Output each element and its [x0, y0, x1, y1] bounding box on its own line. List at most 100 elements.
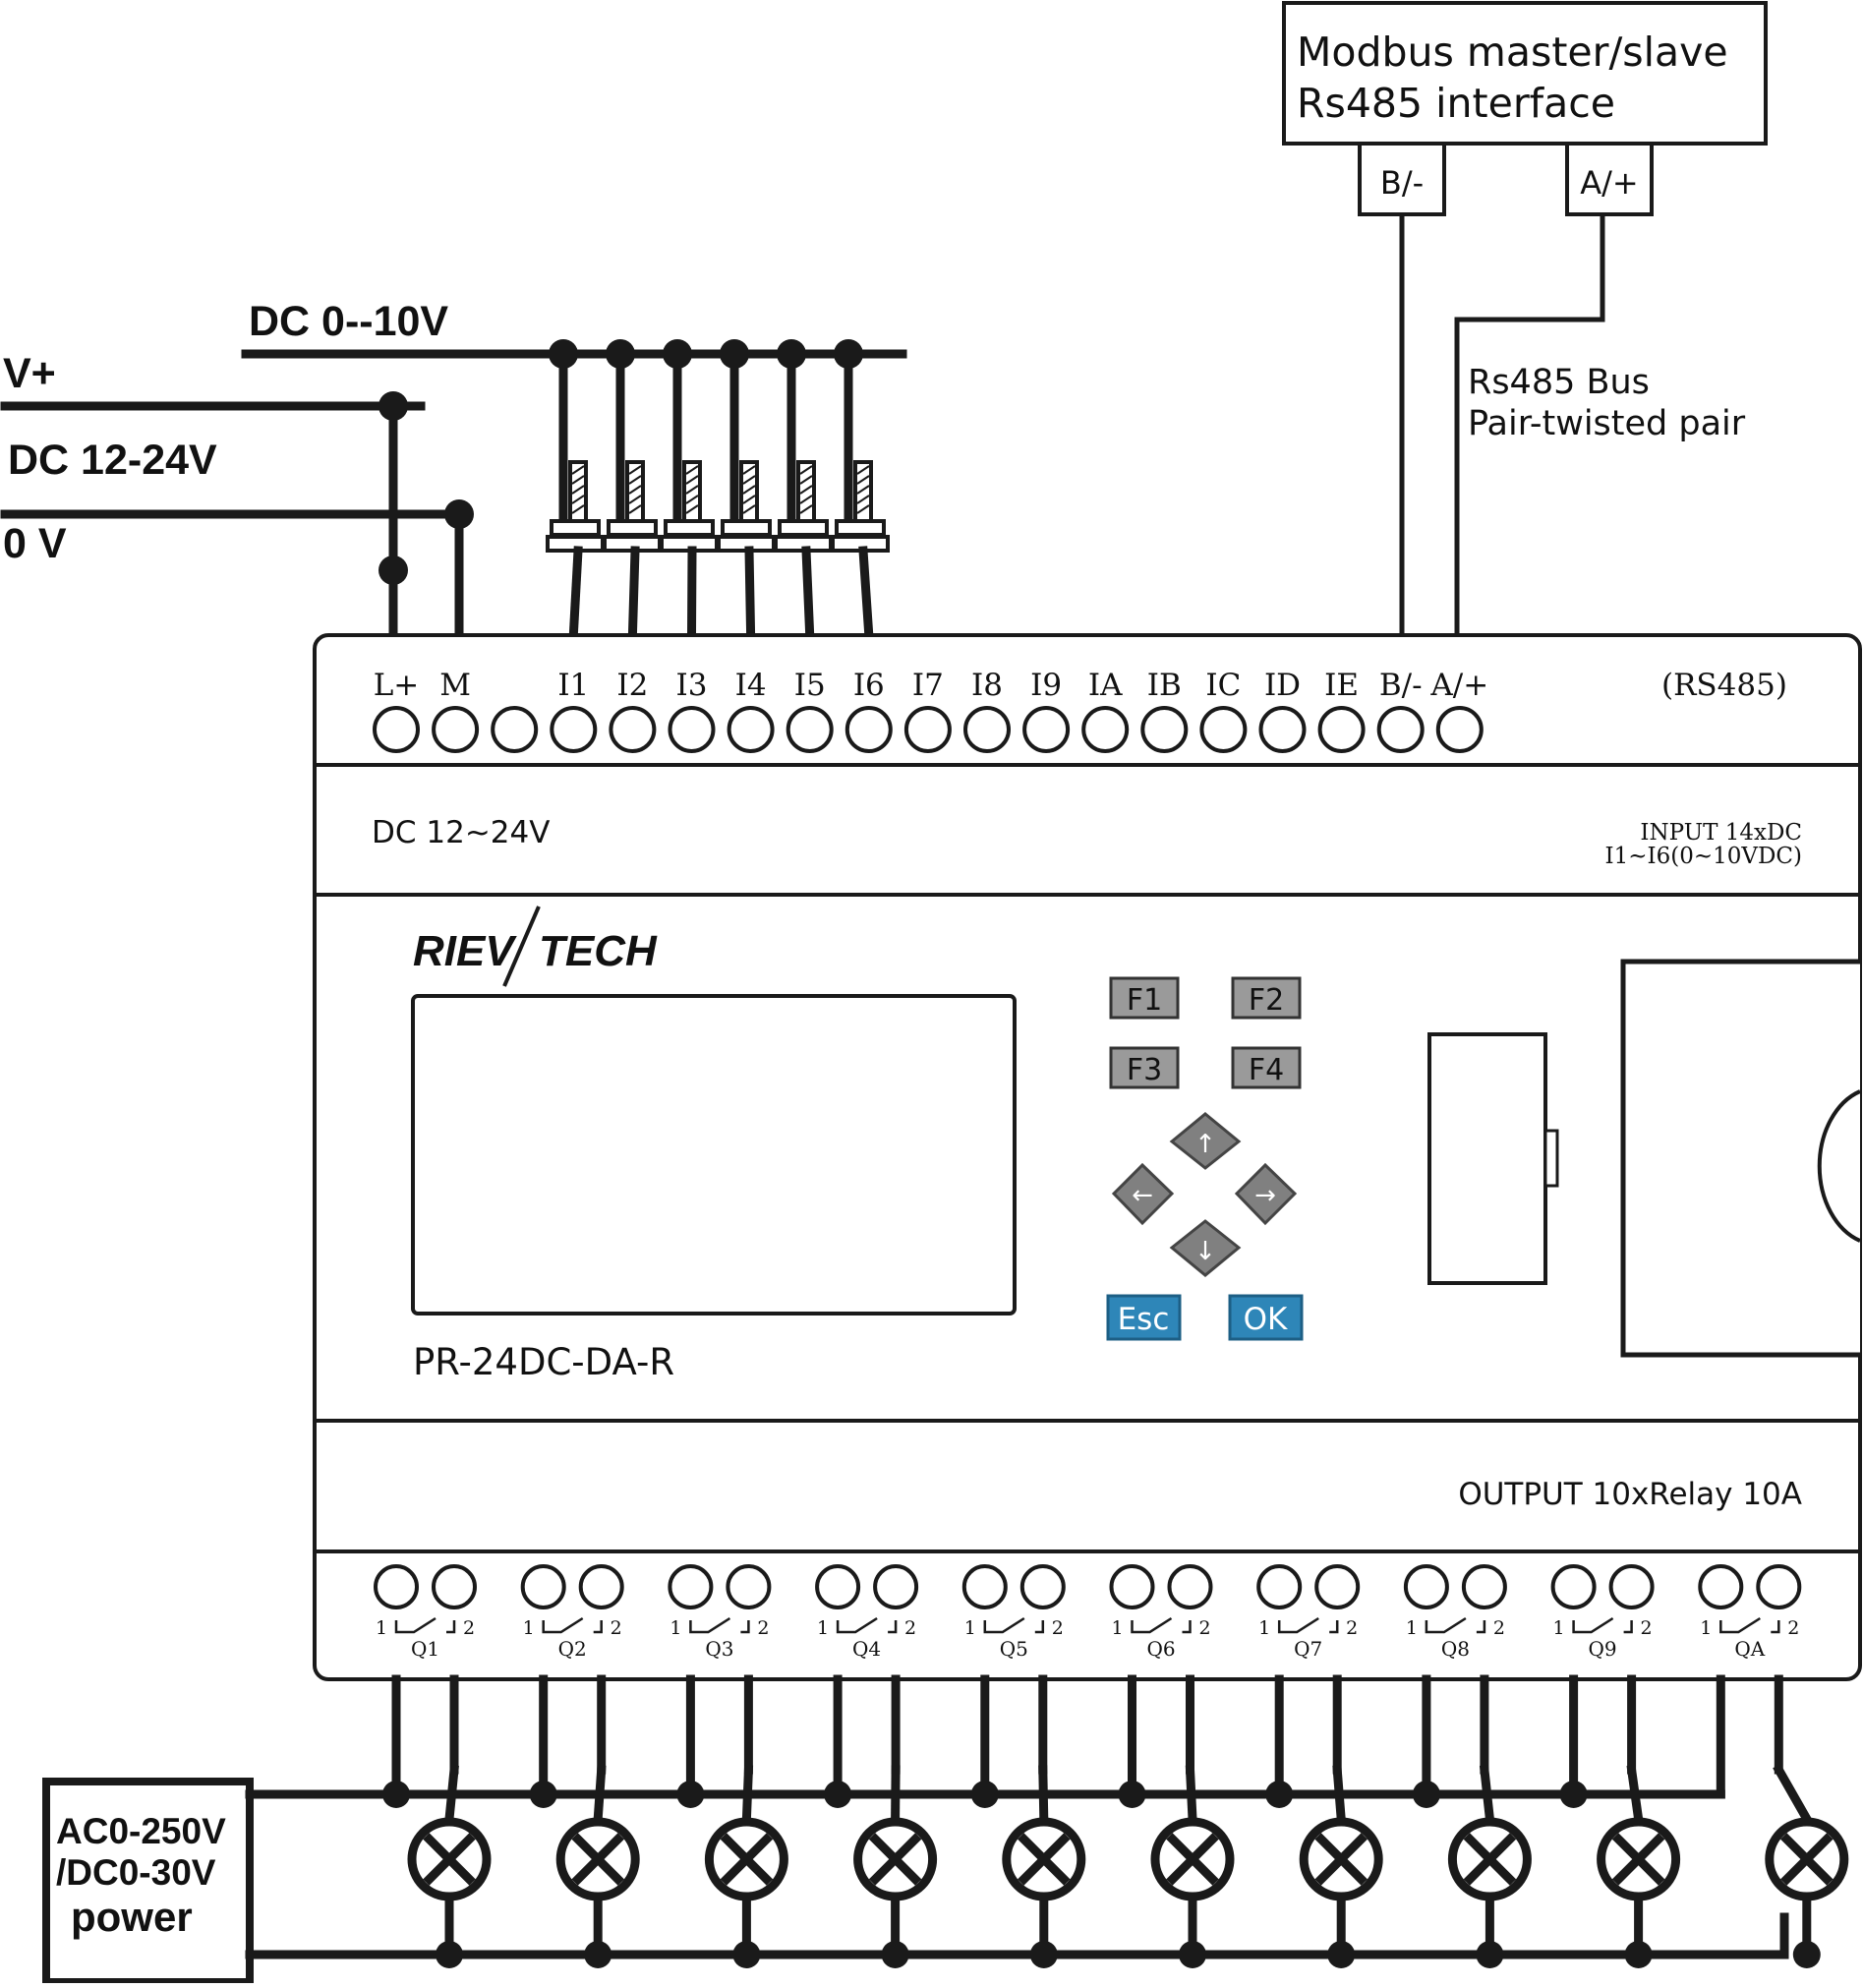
input-terminal: I9 — [1022, 668, 1071, 753]
relay-pin-2: 2 — [1346, 1617, 1358, 1639]
relay-label: Q8 — [1441, 1637, 1470, 1661]
up-arrow-icon: ↑ — [1194, 1130, 1216, 1159]
relay-terminal-2 — [1756, 1564, 1802, 1609]
relay-pin-2: 2 — [1641, 1617, 1653, 1639]
terminal-screw — [727, 706, 775, 753]
lamp-circuit — [1118, 1674, 1235, 1968]
terminal-screw — [1376, 706, 1425, 753]
terminal-screw — [550, 706, 598, 753]
input-terminal: IB — [1140, 668, 1189, 753]
analog-sensor — [660, 339, 719, 640]
power-rail-wires — [0, 349, 907, 640]
modbus-a-label: A/+ — [1580, 164, 1638, 202]
ok-key-label: OK — [1244, 1302, 1288, 1337]
relay-contact-icon — [1131, 1616, 1192, 1634]
rs485-bus-line2: Pair-twisted pair — [1468, 404, 1746, 443]
input-terminal: I3 — [668, 668, 716, 753]
lamp-circuit — [1559, 1674, 1681, 1968]
relay-label: Q1 — [411, 1637, 439, 1661]
input-terminal: I6 — [844, 668, 893, 753]
relay-label: Q3 — [705, 1637, 733, 1661]
relay-terminal-1 — [961, 1564, 1008, 1609]
relay-contact-icon — [1277, 1616, 1339, 1634]
relay-terminal-2 — [1019, 1564, 1066, 1609]
terminal-label: B/- — [1379, 668, 1423, 703]
f4-key[interactable]: F4 — [1231, 1046, 1302, 1089]
lamp-circuit — [529, 1674, 640, 1968]
input-terminal: I8 — [963, 668, 1011, 753]
terminal-label: I9 — [1030, 668, 1062, 703]
dc-rail-label: DC 12-24V — [8, 437, 217, 484]
relay-contact-icon — [689, 1616, 750, 1634]
input-terminal — [491, 706, 539, 753]
rs485-bus-line1: Rs485 Bus — [1468, 363, 1650, 402]
relay-pin-2: 2 — [1198, 1617, 1210, 1639]
terminal-label: I5 — [794, 668, 826, 703]
load-wiring — [245, 1674, 1849, 1968]
terminal-screw — [668, 706, 716, 753]
input-info-line2: I1~I6(0~10VDC) — [1605, 844, 1802, 869]
relay-terminal-1 — [1550, 1564, 1597, 1609]
lamp-circuit — [970, 1674, 1086, 1968]
input-terminal: I7 — [903, 668, 952, 753]
modbus-box: Modbus master/slave Rs485 interface B/- … — [1282, 1, 1768, 216]
input-terminal: A/+ — [1429, 668, 1488, 753]
lamp-circuit — [824, 1674, 938, 1968]
relay-pin-1: 1 — [1258, 1617, 1270, 1639]
lamp-circuit — [1716, 1674, 1849, 1968]
left-arrow-key[interactable]: ← — [1111, 1162, 1175, 1226]
ok-key[interactable]: OK — [1228, 1294, 1304, 1341]
f4-key-label: F4 — [1249, 1053, 1284, 1087]
relay-pin-1: 1 — [1553, 1617, 1565, 1639]
load-supply-line2: /DC0-30V — [56, 1852, 216, 1893]
relay-pin-2: 2 — [1493, 1617, 1505, 1639]
f3-key-label: F3 — [1127, 1053, 1162, 1087]
relay-pin-2: 2 — [904, 1617, 916, 1639]
analog-sensor — [717, 339, 776, 640]
f2-key[interactable]: F2 — [1231, 976, 1302, 1020]
input-terminal: I2 — [609, 668, 657, 753]
relay-terminal-2 — [432, 1564, 477, 1609]
terminal-label: I4 — [735, 668, 767, 703]
terminal-label: IB — [1147, 668, 1182, 703]
relay-contact-icon — [983, 1616, 1045, 1634]
esc-key[interactable]: Esc — [1106, 1294, 1182, 1341]
relay-terminal-2 — [1314, 1564, 1361, 1609]
relay-terminal-1 — [1403, 1564, 1449, 1609]
terminal-screw — [491, 706, 539, 753]
relay-pin-1: 1 — [964, 1617, 976, 1639]
esc-key-label: Esc — [1118, 1302, 1170, 1337]
analog-sensor — [831, 339, 890, 640]
relay-terminal-1 — [520, 1564, 566, 1609]
modbus-b-label: B/- — [1380, 164, 1424, 202]
f1-key[interactable]: F1 — [1109, 976, 1180, 1020]
up-arrow-key[interactable]: ↑ — [1169, 1112, 1242, 1170]
right-arrow-key[interactable]: → — [1234, 1162, 1298, 1226]
terminal-label: IC — [1205, 668, 1241, 703]
analog-rail-label: DC 0--10V — [249, 298, 448, 345]
relay-terminal-2 — [578, 1564, 624, 1609]
left-arrow-icon: ← — [1132, 1181, 1153, 1210]
relay-pin-2: 2 — [1787, 1617, 1799, 1639]
relay-label: Q4 — [852, 1637, 881, 1661]
terminal-screw — [1435, 706, 1484, 753]
right-arrow-icon: → — [1254, 1181, 1276, 1210]
terminal-label: IE — [1324, 668, 1359, 703]
terminal-screw — [786, 706, 834, 753]
input-terminal: M — [432, 668, 480, 753]
relay-terminal-1 — [668, 1564, 714, 1609]
relay-terminal-2 — [1461, 1564, 1507, 1609]
relay-terminal-2 — [873, 1564, 919, 1609]
relay-contact-icon — [1719, 1616, 1780, 1634]
relay-label: QA — [1734, 1637, 1765, 1661]
f3-key[interactable]: F3 — [1109, 1046, 1180, 1089]
f1-key-label: F1 — [1127, 983, 1162, 1018]
terminal-label: IA — [1088, 668, 1123, 703]
down-arrow-key[interactable]: ↓ — [1169, 1219, 1242, 1277]
terminal-label: I3 — [676, 668, 708, 703]
f2-key-label: F2 — [1249, 983, 1284, 1018]
relay-terminal-2 — [1167, 1564, 1213, 1609]
rs485-suffix: (RS485) — [1661, 668, 1787, 703]
